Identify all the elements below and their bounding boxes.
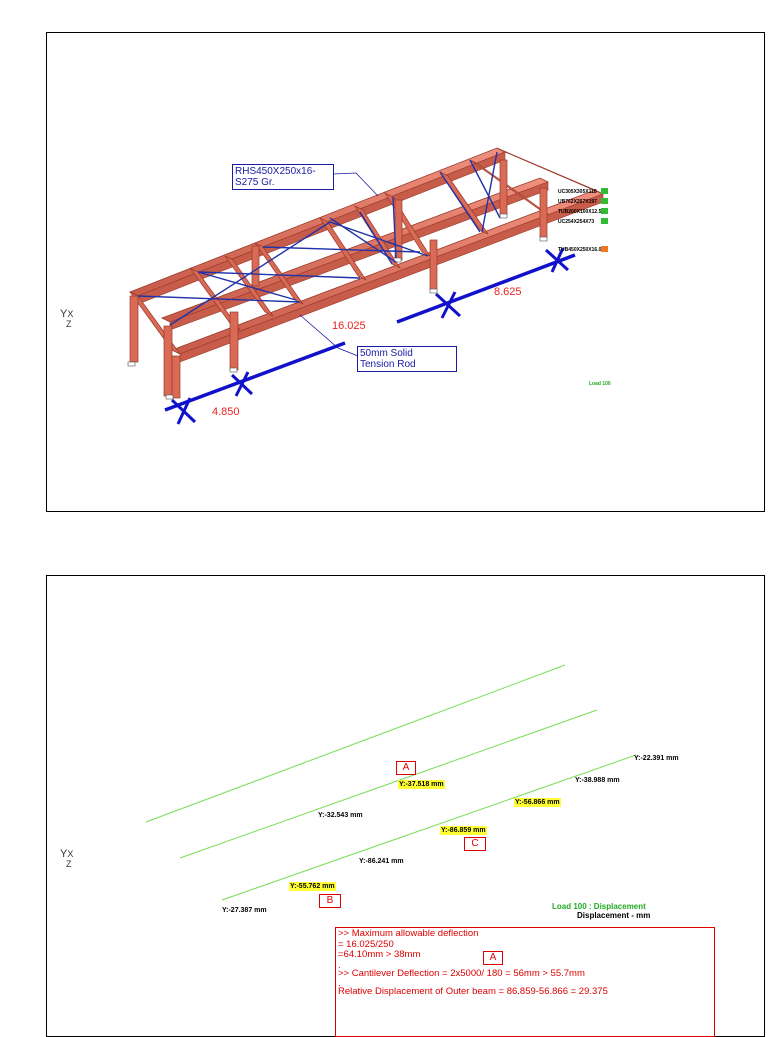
load-text: Load 100 [589, 381, 611, 387]
axis-triad-icon: YX Z [60, 308, 74, 330]
column-bases [127, 213, 548, 400]
disp-label-a4: Y:-56.866 mm [514, 798, 561, 807]
dimension-d3: 8.625 [494, 286, 522, 298]
legend-item: UC254X254X73 [558, 219, 595, 225]
load-units: Displacement - mm [577, 911, 651, 920]
disp-label-a3: Y:-37.518 mm [398, 780, 445, 789]
note-line: >> Maximum allowable deflection [338, 928, 479, 939]
legend-swatch [601, 198, 608, 204]
dimension-d2: 16.025 [332, 320, 366, 332]
disp-label-a7: Y:-86.241 mm [359, 858, 404, 865]
legend-swatch [601, 246, 608, 252]
note-line: >> Cantilever Deflection = 2x5000/ 180 =… [338, 967, 585, 979]
note-line: . [338, 978, 341, 989]
marker-c: C [464, 837, 486, 851]
section-label-line2: S275 Gr. [235, 177, 275, 188]
legend-item: UC305X305X118 [558, 189, 597, 195]
rod-label: 50mm Solid Tension Rod [357, 346, 457, 372]
disp-label-a1: Y:-22.391 mm [634, 755, 679, 762]
section-label-line1: RHS450X250x16- [235, 166, 316, 177]
legend-swatch [601, 188, 608, 194]
dimension-d1: 4.850 [212, 406, 240, 418]
marker-b: B [319, 894, 341, 908]
axis-triad-icon: YX Z [60, 848, 74, 870]
axis-y: Y [60, 308, 68, 320]
axis-y: Y [60, 848, 68, 860]
disp-label-a6: Y:-86.859 mm [440, 826, 487, 835]
marker-a: A [396, 761, 416, 775]
dimension-lines [164, 253, 576, 412]
note-line: Relative Displacement of Outer beam = 86… [338, 986, 608, 997]
marker-a-notes: A [483, 951, 503, 965]
tension-rods [137, 151, 501, 326]
legend-swatch [601, 208, 608, 214]
legend-item: TUB200X100X12.5 [558, 209, 602, 215]
rod-label-line2: Tension Rod [360, 359, 416, 370]
note-line: =64.10mm > 38mm [338, 949, 421, 960]
axis-x: X [67, 849, 74, 859]
rod-label-line1: 50mm Solid [360, 348, 413, 359]
disp-label-a5: Y:-32.543 mm [318, 812, 363, 819]
axis-z: Z [66, 319, 72, 329]
deflection-notes: >> Maximum allowable deflection = 16.025… [335, 927, 715, 1037]
disp-label-a2: Y:-38.988 mm [575, 777, 620, 784]
legend-item: TUB450X250X16.0 [558, 247, 602, 253]
disp-label-a8: Y:-55.762 mm [289, 882, 336, 891]
dimension-markers [170, 247, 570, 425]
note-line: = 16.025/250 [338, 938, 394, 950]
section-label: RHS450X250x16- S275 Gr. [232, 164, 334, 190]
leader-lines [299, 172, 379, 357]
legend-swatch [601, 218, 608, 224]
legend-item: UB762X267X197 [558, 199, 597, 205]
axis-z: Z [66, 859, 72, 869]
note-line: . [338, 959, 341, 971]
axis-x: X [67, 309, 74, 319]
disp-label-a9: Y:-27.387 mm [222, 907, 267, 914]
load-title: Load 100 : Displacement [552, 902, 646, 911]
